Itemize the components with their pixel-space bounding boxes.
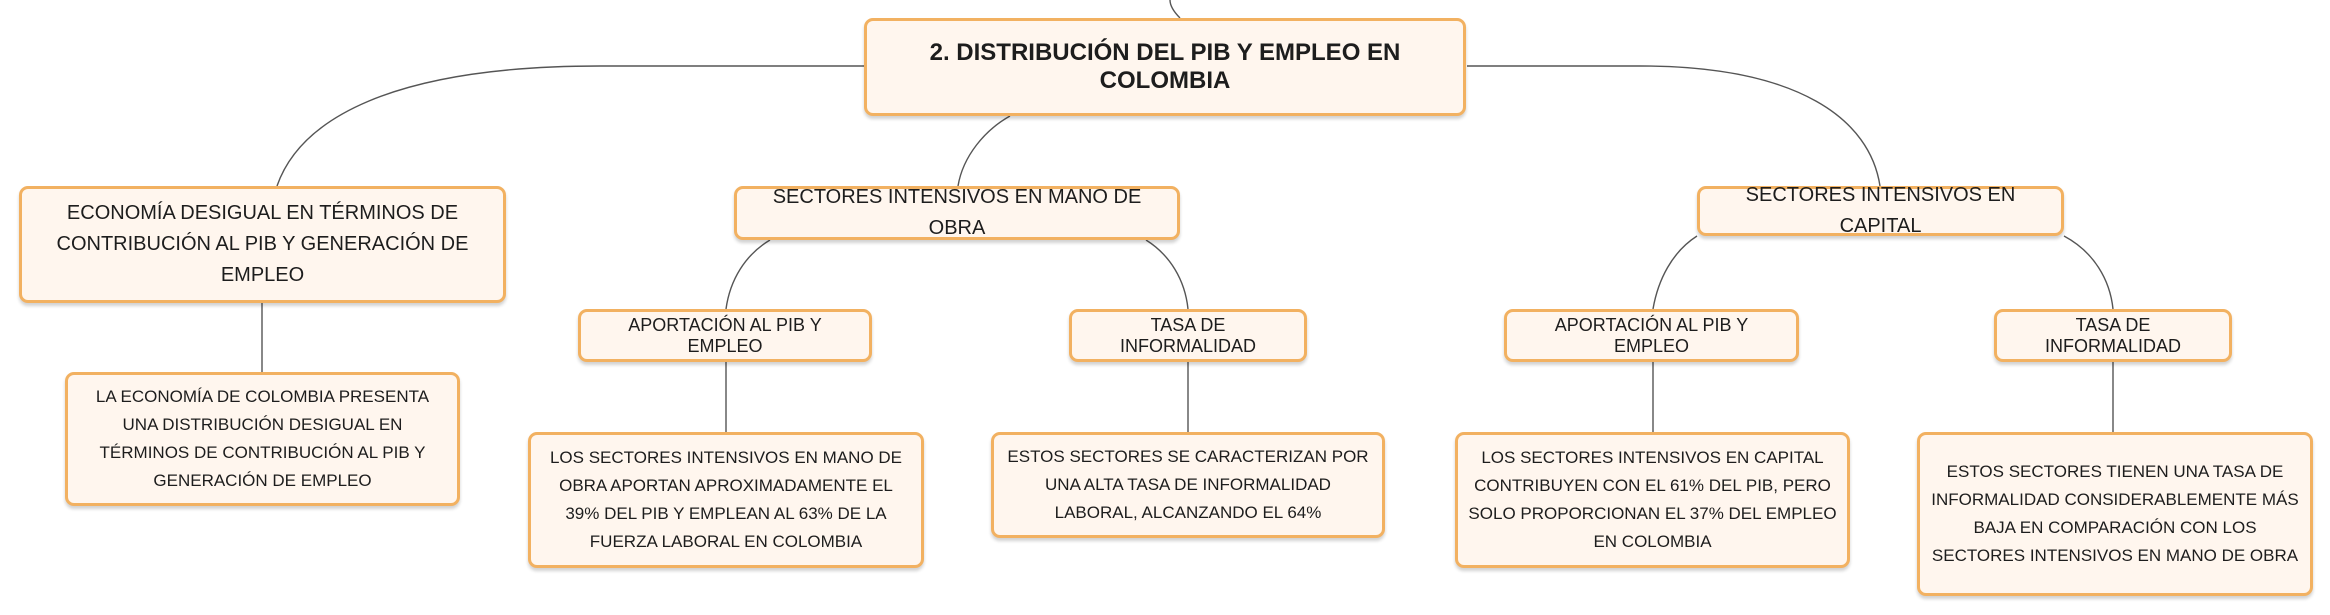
topic-text-labor-sectors: SECTORES INTENSIVOS EN MANO DE OBRA [772,186,1142,239]
detail-node-labor-informality[interactable]: ESTOS SECTORES SE CARACTERIZAN POR UNA A… [991,432,1385,538]
subtopic-text-capital-gdp: APORTACIÓN AL PIB Y EMPLEO [1554,314,1749,356]
topic-node-capital-sectors[interactable]: SECTORES INTENSIVOS EN CAPITAL [1697,184,2064,237]
connector-parent-link [1169,0,1181,19]
subtopic-text-capital-informality: TASA DE INFORMALIDAD [2044,314,2181,356]
detail-node-unequal-economy[interactable]: LA ECONOMÍA DE COLOMBIA PRESENTA UNA DIS… [65,372,460,506]
central-topic-text: 2. DISTRIBUCIÓN DEL PIB Y EMPLEO EN COLO… [929,39,1401,94]
connector-root-to-left [276,65,868,187]
detail-text-capital-gdp: LOS SECTORES INTENSIVOS EN CAPITAL CONTR… [1468,448,1837,551]
connector-root-to-labor [957,115,1011,187]
subtopic-node-capital-informality[interactable]: TASA DE INFORMALIDAD [1994,309,2232,362]
detail-node-capital-gdp[interactable]: LOS SECTORES INTENSIVOS EN CAPITAL CONTR… [1455,432,1850,568]
connector-capital-to-gdp [1652,235,1698,310]
detail-node-labor-gdp[interactable]: LOS SECTORES INTENSIVOS EN MANO DE OBRA … [528,432,924,568]
subtopic-node-labor-informality[interactable]: TASA DE INFORMALIDAD [1069,309,1307,362]
connector-labor-to-gdp [725,239,771,310]
topic-text-capital-sectors: SECTORES INTENSIVOS EN CAPITAL [1745,184,2016,237]
topic-node-labor-sectors[interactable]: SECTORES INTENSIVOS EN MANO DE OBRA [734,186,1180,240]
topic-text-unequal-economy: ECONOMÍA DESIGUAL EN TÉRMINOS DE CONTRIB… [56,202,469,286]
connector-root-to-capital [1467,65,1881,187]
central-topic-node[interactable]: 2. DISTRIBUCIÓN DEL PIB Y EMPLEO EN COLO… [864,18,1466,116]
detail-text-unequal-economy: LA ECONOMÍA DE COLOMBIA PRESENTA UNA DIS… [95,387,430,490]
connector-labor-to-informality [1145,239,1189,310]
subtopic-text-labor-gdp: APORTACIÓN AL PIB Y EMPLEO [628,314,822,356]
connector-capital-to-informality [2063,235,2114,310]
subtopic-text-labor-informality: TASA DE INFORMALIDAD [1119,314,1256,356]
detail-text-capital-informality: ESTOS SECTORES TIENEN UNA TASA DE INFORM… [1931,462,2299,565]
detail-text-labor-gdp: LOS SECTORES INTENSIVOS EN MANO DE OBRA … [549,448,903,551]
detail-node-capital-informality[interactable]: ESTOS SECTORES TIENEN UNA TASA DE INFORM… [1917,432,2313,596]
subtopic-node-capital-gdp[interactable]: APORTACIÓN AL PIB Y EMPLEO [1504,309,1799,362]
topic-node-unequal-economy[interactable]: ECONOMÍA DESIGUAL EN TÉRMINOS DE CONTRIB… [19,186,506,303]
subtopic-node-labor-gdp[interactable]: APORTACIÓN AL PIB Y EMPLEO [578,309,872,362]
detail-text-labor-informality: ESTOS SECTORES SE CARACTERIZAN POR UNA A… [1007,447,1369,522]
